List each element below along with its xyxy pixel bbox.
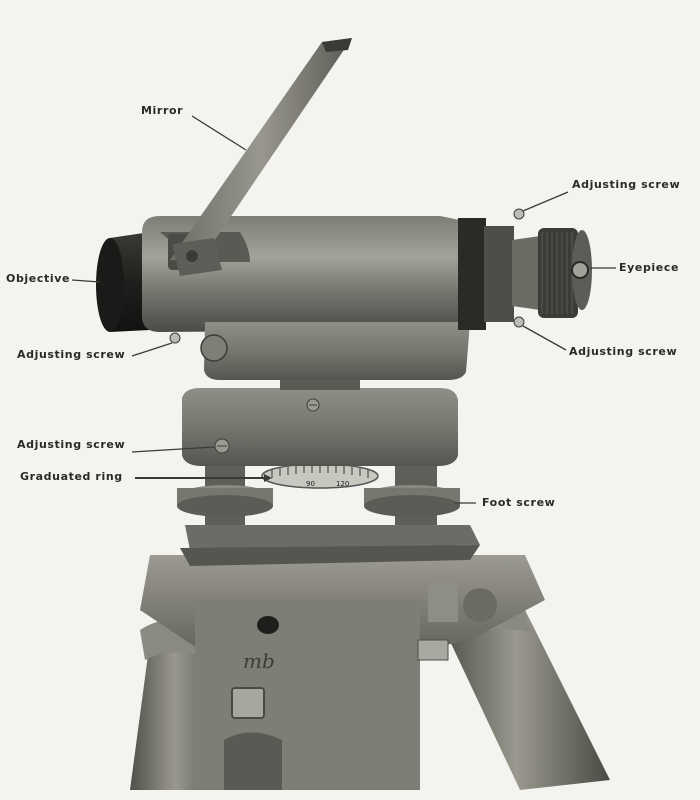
tribrach: 90 120 <box>177 452 480 566</box>
label-graduated-ring: Graduated ring <box>20 470 123 483</box>
ring-scale-120: 120 <box>336 480 349 488</box>
label-mirror: Mirror <box>141 104 184 117</box>
tripod-hole <box>257 616 279 634</box>
label-adjusting-screw-left: Adjusting screw <box>17 348 126 361</box>
label-eyepiece: Eyepiece <box>619 261 680 274</box>
leader-adjusting-screw-bottom-right <box>522 325 567 351</box>
mirror-arm <box>170 38 352 276</box>
tripod-leg-right <box>440 600 610 790</box>
label-adjusting-screw-bottom-right: Adjusting screw <box>569 345 678 358</box>
leader-mirror <box>191 115 247 151</box>
label-adjusting-screw-base: Adjusting screw <box>17 438 126 451</box>
leader-lines <box>71 115 616 504</box>
eyepiece <box>538 228 578 318</box>
label-adjusting-screw-top-right: Adjusting screw <box>572 178 681 191</box>
tripod-bolt <box>231 687 265 719</box>
maker-mark: mb <box>243 649 275 673</box>
instrument-base <box>182 368 458 466</box>
leader-adjusting-screw-base <box>131 446 215 453</box>
label-objective: Objective <box>6 272 71 285</box>
label-foot-screw: Foot screw <box>482 496 556 509</box>
telescope <box>96 208 592 380</box>
leader-objective <box>71 279 101 283</box>
leader-adjusting-screw-top-right <box>522 191 569 212</box>
leader-adjusting-screw-left <box>131 342 173 357</box>
ring-scale-90: 90 <box>306 480 315 488</box>
tripod: mb <box>130 555 610 790</box>
